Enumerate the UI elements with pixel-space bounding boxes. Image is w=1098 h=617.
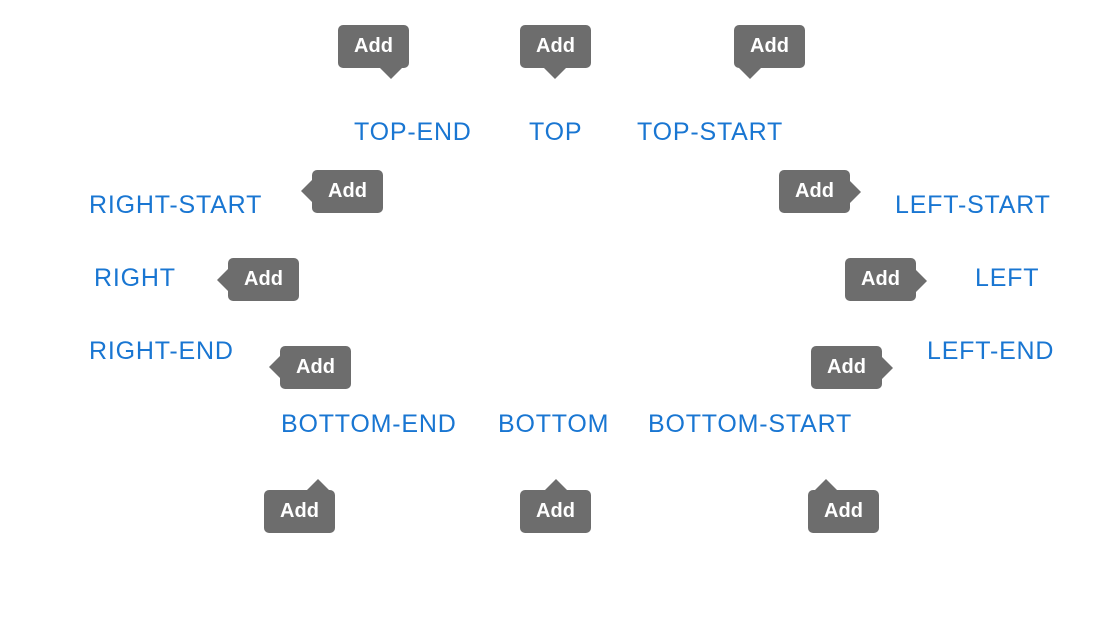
tooltip-arrow <box>217 269 228 291</box>
top-end-button[interactable]: TOP-END <box>354 118 472 146</box>
tooltip-label: Add <box>827 356 866 378</box>
tooltip-label: Add <box>861 268 900 290</box>
tooltip-arrow <box>882 357 893 379</box>
tooltip-right: Add <box>217 258 299 301</box>
tooltip-label: Add <box>536 35 575 57</box>
tooltip-arrow <box>544 68 566 79</box>
tooltip-label: Add <box>328 180 367 202</box>
tooltip-arrow <box>916 270 927 292</box>
tooltip-arrow <box>815 479 837 490</box>
tooltip-left-end: Add <box>811 346 893 389</box>
tooltip-bottom-start: Add <box>808 479 879 533</box>
tooltip-top: Add <box>520 25 591 79</box>
tooltip-label: Add <box>536 500 575 522</box>
right-end-button[interactable]: RIGHT-END <box>89 337 234 365</box>
tooltip-label: Add <box>244 268 283 290</box>
tooltip-left: Add <box>845 258 927 301</box>
tooltip-bottom-end: Add <box>264 479 335 533</box>
tooltip-label: Add <box>795 180 834 202</box>
tooltip-label: Add <box>296 356 335 378</box>
right-button[interactable]: RIGHT <box>94 264 176 292</box>
tooltip-top-end: Add <box>338 25 409 79</box>
left-end-button[interactable]: LEFT-END <box>927 337 1055 365</box>
tooltip-right-end: Add <box>269 346 351 389</box>
top-button[interactable]: TOP <box>529 118 583 146</box>
tooltip-label: Add <box>824 500 863 522</box>
bottom-start-button[interactable]: BOTTOM-START <box>648 410 853 438</box>
tooltip-arrow <box>739 68 761 79</box>
top-start-button[interactable]: TOP-START <box>637 118 784 146</box>
left-button[interactable]: LEFT <box>975 264 1040 292</box>
left-start-button[interactable]: LEFT-START <box>895 191 1051 219</box>
tooltip-right-start: Add <box>301 170 383 213</box>
tooltip-arrow <box>380 68 402 79</box>
tooltip-arrow <box>545 479 567 490</box>
tooltip-arrow <box>301 180 312 202</box>
tooltip-top-start: Add <box>734 25 805 79</box>
tooltip-left-start: Add <box>779 170 861 213</box>
tooltip-arrow <box>307 479 329 490</box>
tooltip-label: Add <box>280 500 319 522</box>
tooltip-bottom: Add <box>520 479 591 533</box>
tooltip-arrow <box>850 181 861 203</box>
right-start-button[interactable]: RIGHT-START <box>89 191 263 219</box>
tooltip-label: Add <box>750 35 789 57</box>
tooltip-label: Add <box>354 35 393 57</box>
bottom-button[interactable]: BOTTOM <box>498 410 610 438</box>
tooltip-arrow <box>269 356 280 378</box>
bottom-end-button[interactable]: BOTTOM-END <box>281 410 457 438</box>
